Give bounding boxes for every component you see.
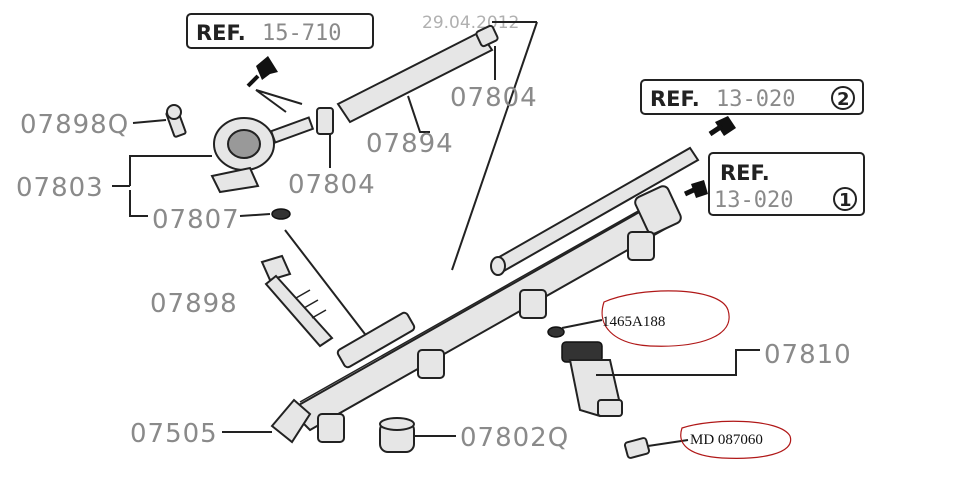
part-label-07505: 07505 — [130, 419, 218, 449]
ref-number: 15-710 — [262, 21, 341, 46]
part-label-07810: 07810 — [764, 340, 852, 370]
part-label-07804-lower: 07804 — [288, 170, 376, 200]
leader-line — [407, 95, 430, 133]
leader-line — [132, 119, 167, 124]
small-bolt[interactable] — [165, 104, 187, 138]
part-label-07898Q: 07898Q — [20, 110, 129, 140]
part-label-07803: 07803 — [16, 173, 104, 203]
leader-line — [239, 213, 271, 217]
ref-box-13-020-2[interactable]: REF. 13-020 2 — [640, 79, 864, 115]
ref-circle-number: 2 — [837, 89, 850, 110]
arrow-icon — [683, 180, 708, 198]
ref-number: 13-020 — [714, 188, 793, 213]
hose-clamp-top[interactable] — [475, 24, 499, 48]
mount-bolt[interactable] — [260, 254, 334, 348]
leader-line — [561, 319, 603, 329]
part-label-07807: 07807 — [152, 205, 240, 235]
end-cap[interactable] — [270, 398, 312, 444]
insulator[interactable] — [379, 417, 415, 453]
part-label-07898: 07898 — [150, 289, 238, 319]
return-pipe[interactable] — [490, 146, 700, 276]
leader-line — [451, 21, 538, 271]
leader-line — [129, 155, 212, 186]
arrow-icon — [708, 116, 736, 137]
date-stamp: 29.04.2012 — [422, 13, 519, 33]
o-ring[interactable] — [271, 208, 291, 220]
annotation-text: MD 087060 — [690, 432, 763, 448]
leader-line — [596, 349, 760, 376]
ref-box-15-710[interactable]: REF. 15-710 — [186, 13, 374, 49]
part-label-07804-upper: 07804 — [450, 83, 538, 113]
part-label-07894: 07894 — [366, 129, 454, 159]
ref-word: REF. — [720, 161, 770, 185]
leader-line — [255, 89, 303, 113]
fuel-hose[interactable] — [336, 30, 494, 124]
annotation-1465A188[interactable]: 1465A188 — [601, 290, 730, 347]
ref-box-13-020-1[interactable]: REF. 13-020 1 — [708, 152, 865, 216]
ref-number: 13-020 — [716, 87, 795, 112]
part-label-07802Q: 07802Q — [460, 423, 569, 453]
pressure-regulator[interactable] — [210, 116, 315, 194]
annotation-text: 1465A188 — [602, 314, 665, 330]
leader-line — [284, 229, 369, 339]
leader-line — [129, 190, 148, 217]
ref-word: REF. — [196, 21, 246, 45]
annotation-MD-087060[interactable]: MD 087060 — [680, 420, 792, 459]
arrow-icon — [246, 56, 278, 88]
ref-circle-number: 1 — [839, 190, 852, 211]
ref-word: REF. — [650, 87, 700, 111]
hose-clamp-lower[interactable] — [316, 107, 334, 135]
